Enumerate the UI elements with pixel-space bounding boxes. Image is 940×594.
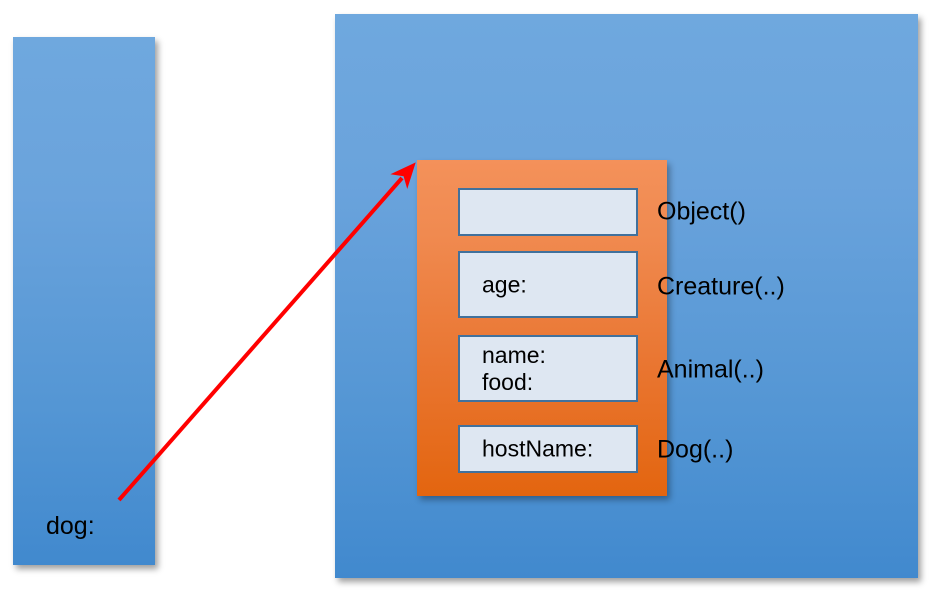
stack-panel: dog: — [13, 37, 155, 565]
field-box-animal: name: food: — [458, 335, 638, 402]
class-label-dog: Dog(..) — [657, 435, 734, 464]
stack-reference-label: dog: — [46, 512, 95, 540]
field-box-creature: age: — [458, 251, 638, 318]
class-label-creature: Creature(..) — [657, 272, 785, 301]
field-box-object — [458, 188, 638, 236]
field-text-dog: hostName: — [482, 435, 594, 462]
field-box-dog: hostName: — [458, 425, 638, 473]
field-text-animal: name: food: — [482, 341, 546, 395]
class-label-object: Object() — [657, 197, 746, 226]
class-label-animal: Animal(..) — [657, 355, 764, 384]
field-text-creature: age: — [482, 270, 527, 297]
object-block: age: name: food: hostName: — [417, 160, 667, 496]
